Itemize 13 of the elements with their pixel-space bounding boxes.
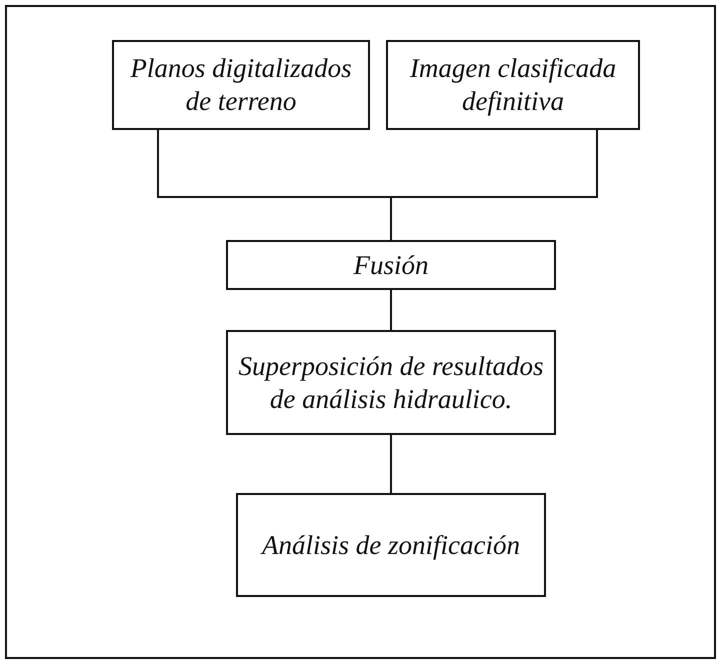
box-label: Fusión — [352, 248, 430, 282]
box-label: Imagen clasificada definitiva — [408, 52, 618, 118]
process-box — [226, 240, 556, 290]
process-box — [226, 330, 556, 435]
process-box — [386, 40, 640, 130]
box-label: Planos digitalizados de terreno — [129, 52, 353, 118]
connector-line — [390, 435, 392, 493]
connector-line — [390, 130, 598, 240]
connector-line — [390, 290, 392, 330]
box-label: Superposición de resultados de análisis hidraulico. — [238, 350, 544, 416]
process-box — [236, 493, 546, 597]
box-label: Análisis de zonificación — [260, 528, 521, 562]
process-box — [112, 40, 370, 130]
